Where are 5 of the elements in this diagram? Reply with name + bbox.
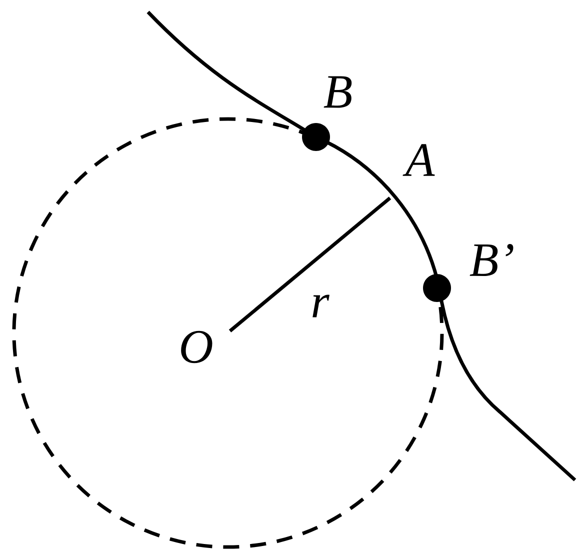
point-label: A	[402, 144, 435, 176]
point-label: r	[312, 294, 330, 318]
point-label: B’	[470, 244, 514, 276]
point-label: O	[181, 330, 212, 364]
point-label: B	[324, 76, 352, 108]
